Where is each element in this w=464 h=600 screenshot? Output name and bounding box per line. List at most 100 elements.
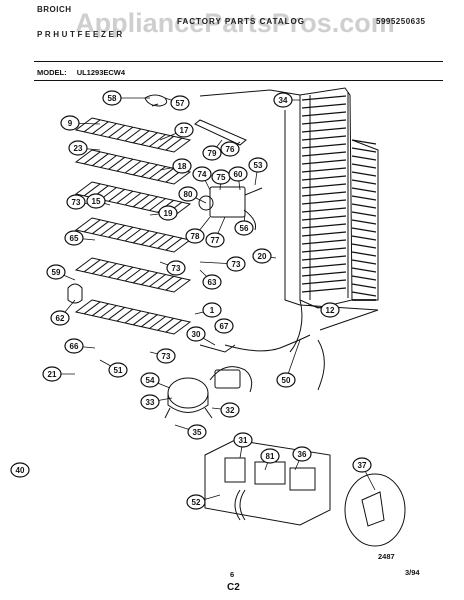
callout-number: 56 xyxy=(240,224,249,233)
catalog-number: 5995250635 xyxy=(376,17,426,26)
callout-number: 51 xyxy=(114,366,123,375)
callout-number: 76 xyxy=(226,145,235,154)
callout-9: 9 xyxy=(60,115,80,131)
callout-20: 20 xyxy=(252,248,272,264)
callout-40: 40 xyxy=(10,462,30,478)
callout-number: 35 xyxy=(193,428,202,437)
callout-77: 77 xyxy=(205,232,225,248)
callout-32: 32 xyxy=(220,402,240,418)
callout-18: 18 xyxy=(172,158,192,174)
callout-number: 50 xyxy=(282,376,291,385)
callout-number: 65 xyxy=(70,234,79,243)
callout-number: 60 xyxy=(234,170,243,179)
callout-23: 23 xyxy=(68,140,88,156)
callout-75: 75 xyxy=(211,169,231,185)
light-fixture xyxy=(144,94,168,107)
callout-number: 53 xyxy=(254,161,263,170)
callout-number: 75 xyxy=(217,173,226,182)
shelf xyxy=(74,257,192,293)
callout-number: 63 xyxy=(208,278,217,287)
callout-number: 40 xyxy=(16,466,25,475)
model-rule xyxy=(34,80,443,81)
callout-number: 36 xyxy=(298,450,307,459)
shelf xyxy=(74,117,192,153)
callout-number: 80 xyxy=(184,190,193,199)
callout-number: 32 xyxy=(226,406,235,415)
revision-date: 3/94 xyxy=(405,568,420,577)
callout-number: 78 xyxy=(191,232,200,241)
callout-79: 79 xyxy=(202,145,222,161)
model-label: MODEL: xyxy=(37,68,67,77)
callout-number: 73 xyxy=(232,260,241,269)
callout-15: 15 xyxy=(86,193,106,209)
callout-31: 31 xyxy=(233,432,253,448)
callout-12: 12 xyxy=(320,302,340,318)
callout-56: 56 xyxy=(234,220,254,236)
callout-number: 74 xyxy=(198,170,207,179)
callout-53: 53 xyxy=(248,157,268,173)
callout-17: 17 xyxy=(174,122,194,138)
brand-line-2: P R H U T F E E Z E R xyxy=(37,30,123,39)
catalog-title: FACTORY PARTS CATALOG xyxy=(177,17,305,26)
callout-number: 77 xyxy=(211,236,220,245)
callout-number: 52 xyxy=(192,498,201,507)
callout-number: 18 xyxy=(178,162,187,171)
callout-number: 9 xyxy=(68,119,73,128)
callout-62: 62 xyxy=(50,310,70,326)
callout-33: 33 xyxy=(140,394,160,410)
control-assembly xyxy=(198,186,263,231)
callout-number: 81 xyxy=(266,452,275,461)
callout-number: 1 xyxy=(210,306,215,315)
model-line: MODEL: UL1293ECW4 xyxy=(37,68,125,77)
callout-number: 17 xyxy=(180,126,189,135)
callout-78: 78 xyxy=(185,228,205,244)
shelf xyxy=(74,217,192,253)
shelf xyxy=(74,149,192,185)
page-number: 6 xyxy=(230,570,235,579)
callout-number: 20 xyxy=(258,252,267,261)
callout-80: 80 xyxy=(178,186,198,202)
callout-57: 57 xyxy=(170,95,190,111)
callout-63: 63 xyxy=(202,274,222,290)
callout-number: 59 xyxy=(52,268,61,277)
evaporator-coil xyxy=(299,87,379,309)
callout-19: 19 xyxy=(158,205,178,221)
callout-number: 67 xyxy=(220,322,229,331)
callout-54: 54 xyxy=(140,372,160,388)
callout-21: 21 xyxy=(42,366,62,382)
header-rule xyxy=(34,61,443,62)
callout-52: 52 xyxy=(186,494,206,510)
callout-50: 50 xyxy=(276,372,296,388)
callout-74: 74 xyxy=(192,166,212,182)
callout-67: 67 xyxy=(214,318,234,334)
callout-number: 12 xyxy=(326,306,335,315)
callout-number: 33 xyxy=(146,398,155,407)
callout-number: 73 xyxy=(72,198,81,207)
callout-number: 62 xyxy=(56,314,65,323)
callout-58: 58 xyxy=(102,90,122,106)
callout-81: 81 xyxy=(260,448,280,464)
callout-51: 51 xyxy=(108,362,128,378)
callout-number: 34 xyxy=(279,96,288,105)
compressor xyxy=(164,366,253,419)
callout-number: 21 xyxy=(48,370,57,379)
callout-35: 35 xyxy=(187,424,207,440)
callout-73: 73 xyxy=(66,194,86,210)
callout-number: 30 xyxy=(192,330,201,339)
callout-number: 66 xyxy=(70,342,79,351)
callout-number: 31 xyxy=(239,436,248,445)
callout-number: 73 xyxy=(172,264,181,273)
section-code: C2 xyxy=(227,582,240,593)
callout-76: 76 xyxy=(220,141,240,157)
callout-34: 34 xyxy=(273,92,293,108)
callout-60: 60 xyxy=(228,166,248,182)
watermark: AppliancePartsPros.com xyxy=(75,8,395,38)
callout-30: 30 xyxy=(186,326,206,342)
shelf xyxy=(74,299,192,335)
callout-1: 1 xyxy=(202,302,222,318)
callout-73: 73 xyxy=(226,256,246,272)
callout-36: 36 xyxy=(292,446,312,462)
callout-number: 54 xyxy=(146,376,155,385)
